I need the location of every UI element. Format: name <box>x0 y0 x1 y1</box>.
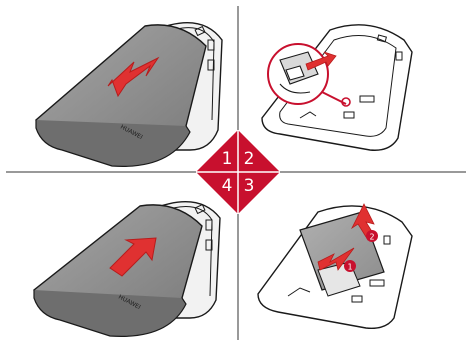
battery-cover-edge <box>36 120 190 166</box>
order-marker-2-label: 2 <box>369 233 374 242</box>
step-2-illustration <box>262 25 412 150</box>
step-number-4: 4 <box>222 176 233 196</box>
step-number-1: 1 <box>222 149 233 169</box>
step-number-2: 2 <box>244 149 255 169</box>
step-4-illustration: HUAWEI <box>34 202 220 337</box>
order-marker-1-label: 1 <box>347 263 352 272</box>
order-marker-1: 1 <box>344 260 356 272</box>
step-number-3: 3 <box>244 176 255 196</box>
order-marker-2: 2 <box>366 230 378 242</box>
step-1-illustration: HUAWEI <box>36 23 222 167</box>
step-3-illustration: 1 2 <box>258 204 412 328</box>
